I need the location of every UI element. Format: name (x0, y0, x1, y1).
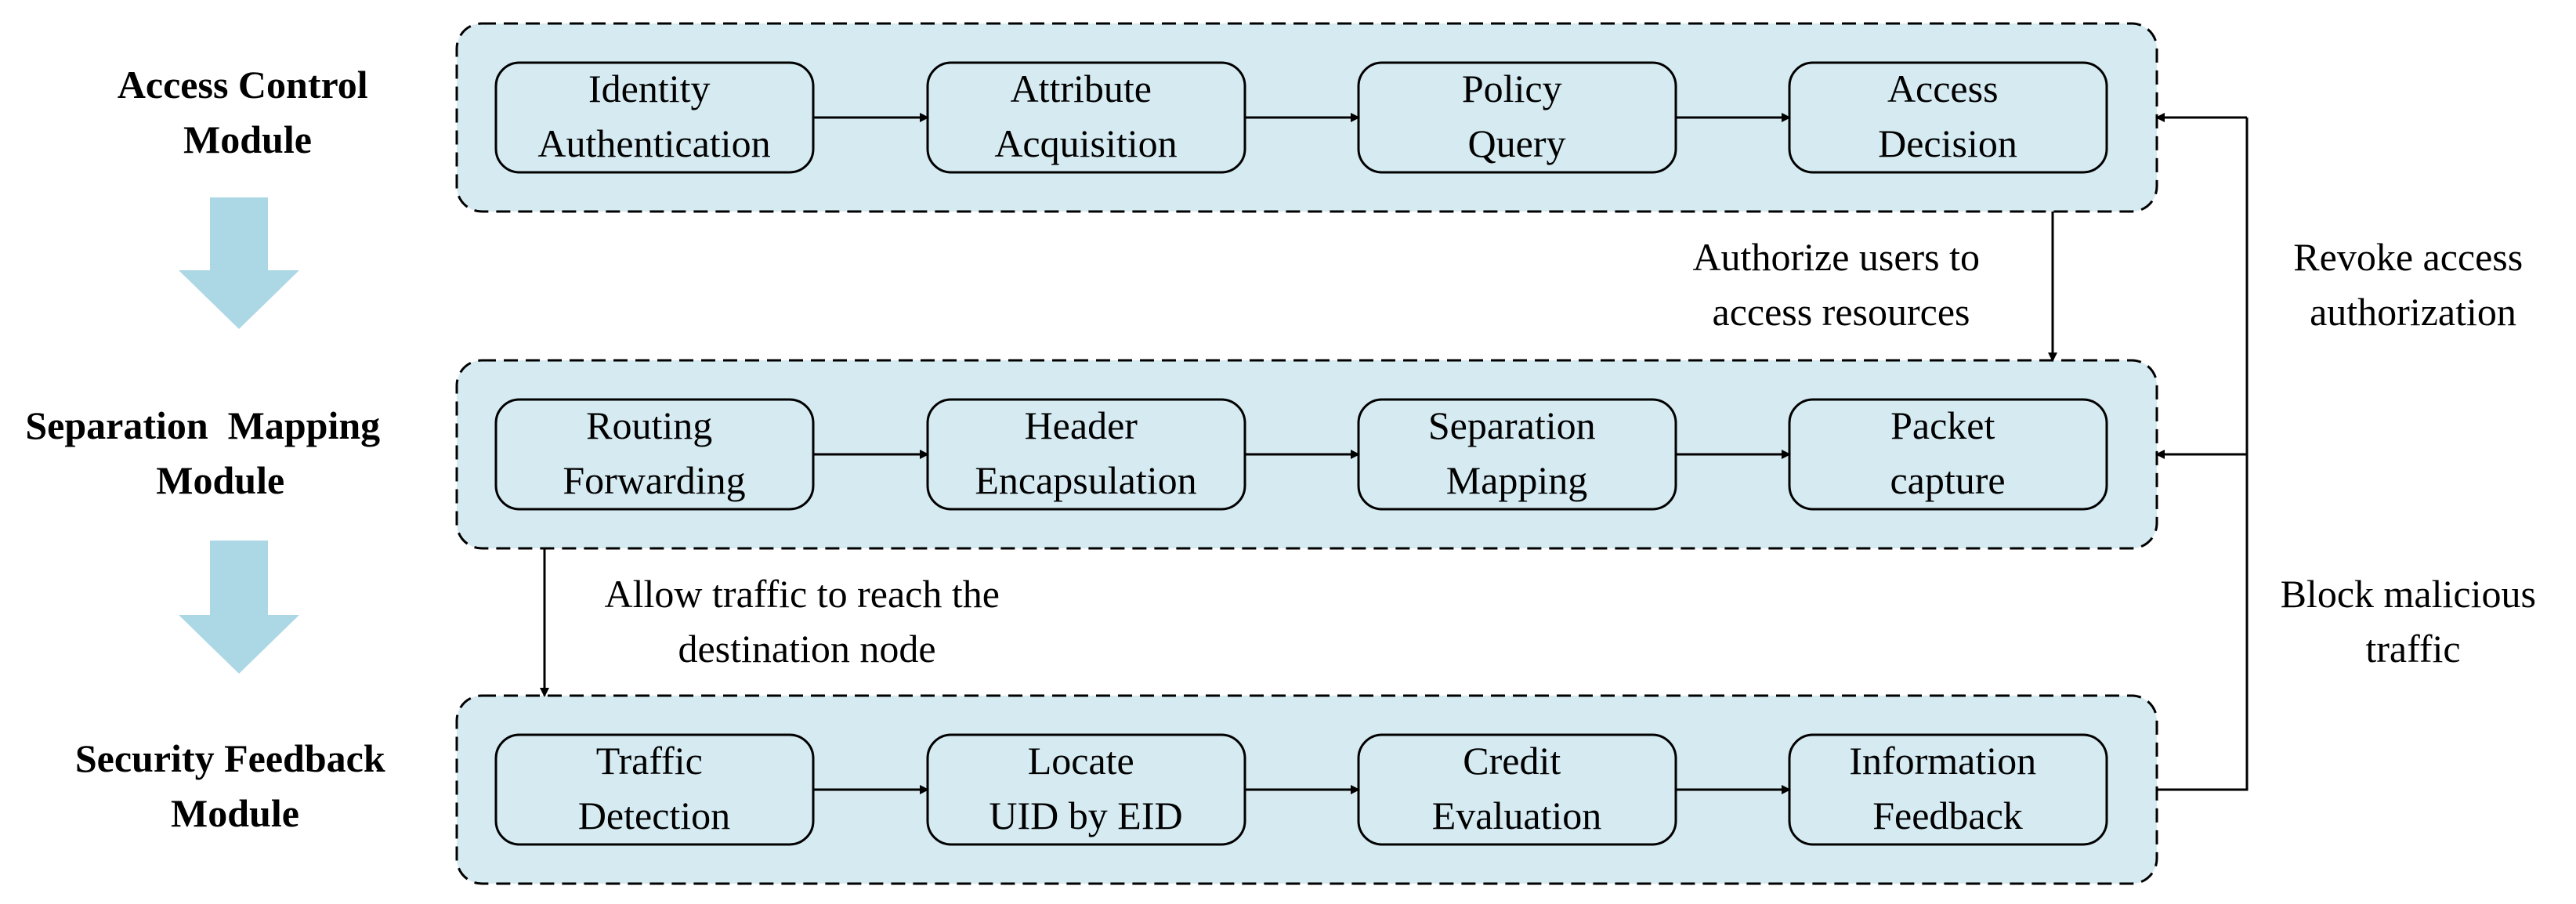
step-text-access-decision: Access Decision (1878, 67, 2017, 165)
step-text-locate-uid: Locate UID by EID (989, 739, 1182, 837)
step-text-packet-capture: Packet capture (1890, 403, 2005, 502)
step-text-separation-mapping: Separation Mapping (1428, 403, 1605, 502)
annotation-block: Block malicious traffic (2281, 572, 2546, 671)
step-text-traffic-detection: Traffic Detection (578, 739, 730, 837)
flow-arrow-1-to-2 (179, 197, 299, 329)
step-text-header-encapsulation: Header Encapsulation (975, 403, 1196, 502)
annotation-revoke: Revoke access authorization (2293, 235, 2532, 334)
flow-arrow-2-to-3 (179, 541, 299, 674)
step-text-identity-authentication: Identity Authentication (537, 67, 770, 165)
annotation-allow: Allow traffic to reach the destination n… (605, 572, 1010, 671)
step-text-attribute-acquisition: Attribute Acquisition (994, 67, 1177, 165)
annotation-authorize: Authorize users to access resources (1692, 235, 1989, 334)
step-text-credit-evaluation: Credit Evaluation (1432, 739, 1602, 837)
module-label-access-control: Access Control Module (118, 63, 378, 161)
module-label-separation-mapping: Separation Mapping Module (25, 403, 429, 502)
module-label-security-feedback: Security Feedback Module (75, 736, 395, 835)
step-text-policy-query: Policy Query (1462, 67, 1572, 165)
step-text-routing-forwarding: Routing Forwarding (563, 403, 745, 502)
step-text-information-feedback: Information Feedback (1849, 739, 2046, 837)
feedback-loop-line (2157, 118, 2249, 791)
